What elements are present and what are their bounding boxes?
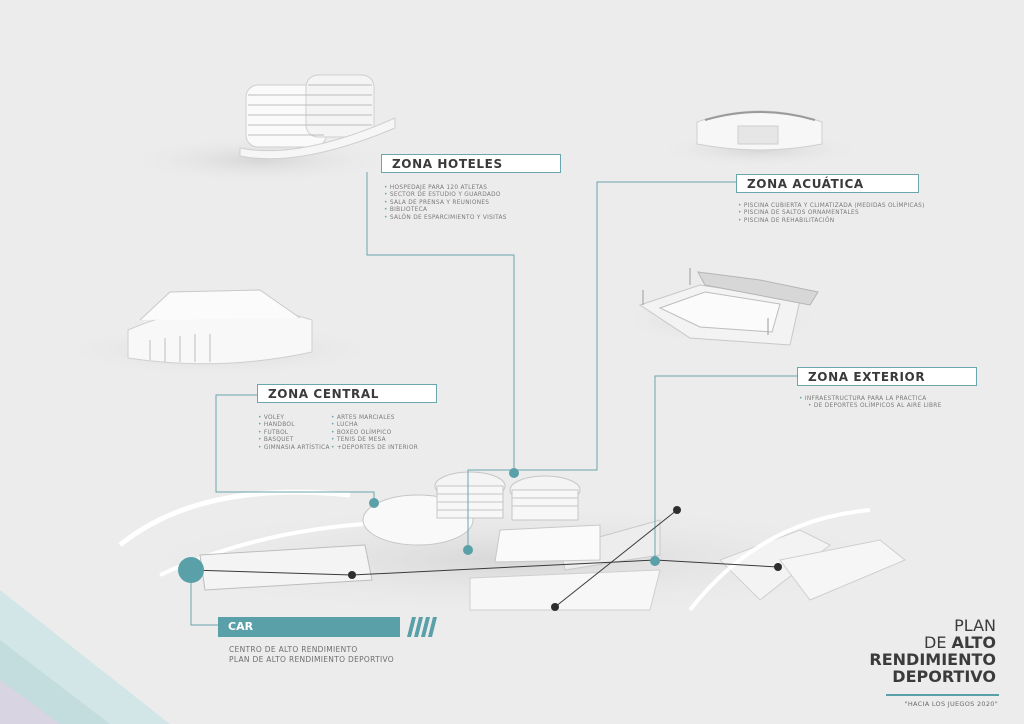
connector-lines: [190, 172, 808, 626]
zone-central-label: ZONA CENTRAL: [257, 384, 437, 403]
car-label: CAR: [218, 617, 400, 637]
list-item: TENIS DE MESA: [331, 437, 418, 444]
zone-exterior-list: INFRAESTRUCTURA PARA LA PRACTICA DE DEPO…: [799, 396, 942, 411]
outdoor-field-render: [610, 268, 830, 346]
list-item: SALA DE PRENSA Y REUNIONES: [384, 200, 507, 207]
corner-decoration: [0, 590, 170, 724]
tagline: "HACIA LOS JUEGOS 2020": [904, 700, 998, 708]
list-item: FUTBOL: [258, 430, 330, 437]
list-item: GIMNASIA ARTÍSTICA: [258, 445, 330, 452]
list-item: BASQUET: [258, 437, 330, 444]
aquatic-building-render: [650, 110, 870, 168]
list-item: PISCINA DE SALTOS ORNAMENTALES: [738, 210, 925, 217]
list-item: PISCINA DE REHABILITACIÓN: [738, 218, 925, 225]
page-title: PLAN DE ALTO RENDIMIENTO DEPORTIVO: [869, 617, 996, 685]
title-line-1: PLAN: [954, 616, 996, 635]
title-line-4: DEPORTIVO: [892, 667, 996, 686]
zone-exterior-label: ZONA EXTERIOR: [797, 367, 977, 386]
list-item: VOLEY: [258, 415, 330, 422]
list-item: DE DEPORTES OLÍMPICOS AL AIRE LIBRE: [799, 403, 942, 410]
masterplan-render: [100, 471, 940, 620]
zone-acuatica-list: PISCINA CUBIERTA Y CLIMATIZADA (MEDIDAS …: [738, 203, 925, 225]
zone-hoteles-label: ZONA HOTELES: [381, 154, 561, 173]
zone-hoteles-list: HOSPEDAJE PARA 120 ATLETAS SECTOR DE EST…: [384, 185, 507, 222]
zone-central-list-right: ARTES MARCIALES LUCHA BOXEO OLÍMPICO TEN…: [331, 415, 418, 452]
list-item: BIBLIOTECA: [384, 207, 507, 214]
map-markers: [178, 468, 782, 611]
list-item: ARTES MARCIALES: [331, 415, 418, 422]
list-item: INFRAESTRUCTURA PARA LA PRACTICA: [799, 396, 942, 403]
list-item: BOXEO OLÍMPICO: [331, 430, 418, 437]
title-line-3: RENDIMIENTO: [869, 650, 996, 669]
list-item: HOSPEDAJE PARA 120 ATLETAS: [384, 185, 507, 192]
central-stadium-render: [50, 289, 390, 378]
car-desc-line-1: CENTRO DE ALTO RENDIMIENTO: [229, 645, 358, 654]
list-item: HANDBOL: [258, 422, 330, 429]
hotel-buildings-render: [120, 74, 400, 185]
list-item: PISCINA CUBIERTA Y CLIMATIZADA (MEDIDAS …: [738, 203, 925, 210]
car-description: CENTRO DE ALTO RENDIMIENTO PLAN DE ALTO …: [229, 645, 394, 665]
car-desc-line-2: PLAN DE ALTO RENDIMIENTO DEPORTIVO: [229, 655, 394, 664]
list-item: +DEPORTES DE INTERIOR: [331, 445, 418, 452]
zone-acuatica-label: ZONA ACUÁTICA: [736, 174, 919, 193]
list-item: SECTOR DE ESTUDIO Y GUARDADO: [384, 192, 507, 199]
zone-central-list-left: VOLEY HANDBOL FUTBOL BASQUET GIMNASIA AR…: [258, 415, 330, 452]
title-line-2: DE ALTO: [869, 634, 996, 651]
list-item: SALÓN DE ESPARCIMIENTO Y VISITAS: [384, 215, 507, 222]
car-stripes: [407, 617, 437, 637]
list-item: LUCHA: [331, 422, 418, 429]
title-line-2-b: ALTO: [951, 633, 996, 652]
title-line-2-a: DE: [924, 633, 952, 652]
title-underline: [886, 694, 999, 696]
